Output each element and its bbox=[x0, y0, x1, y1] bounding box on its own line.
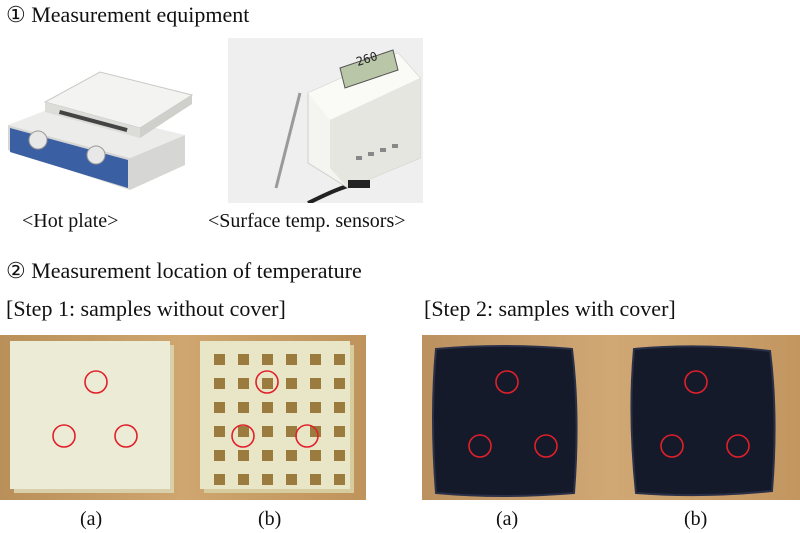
step-2-sample-a bbox=[432, 345, 578, 497]
step-1-sample-a bbox=[10, 341, 174, 493]
step-2-samples-photo bbox=[422, 335, 800, 500]
hot-plate-photo bbox=[0, 40, 205, 200]
measurement-point-marker bbox=[295, 424, 319, 448]
section-2-number: ② bbox=[6, 258, 26, 283]
sensor-caption: <Surface temp. sensors> bbox=[208, 210, 406, 232]
step-2-label-b: (b) bbox=[684, 508, 708, 530]
measurement-point-marker bbox=[534, 434, 558, 458]
section-2-title: Measurement location of temperature bbox=[31, 258, 362, 283]
section-1-title: Measurement equipment bbox=[31, 2, 250, 27]
surface-temp-sensor-photo: 260 bbox=[228, 38, 423, 203]
step-2-heading: [Step 2: samples with cover] bbox=[424, 296, 676, 321]
measurement-point-marker bbox=[468, 434, 492, 458]
section-1-number: ① bbox=[6, 2, 26, 27]
measurement-point-marker bbox=[52, 424, 76, 448]
measurement-point-marker bbox=[684, 370, 708, 394]
step-2-label-a: (a) bbox=[496, 508, 519, 530]
measurement-point-marker bbox=[84, 370, 108, 394]
section-2-heading: ② Measurement location of temperature bbox=[6, 258, 362, 284]
section-1-heading: ① Measurement equipment bbox=[6, 2, 249, 28]
step-1-label-a: (a) bbox=[80, 508, 103, 530]
measurement-point-marker bbox=[255, 370, 279, 394]
step-1-heading: [Step 1: samples without cover] bbox=[6, 296, 286, 321]
measurement-point-marker bbox=[660, 434, 684, 458]
hot-plate-caption: <Hot plate> bbox=[22, 210, 119, 232]
step-1-samples-photo bbox=[0, 335, 366, 500]
step-1-label-b: (b) bbox=[258, 508, 282, 530]
measurement-point-marker bbox=[495, 370, 519, 394]
step-2-sample-b bbox=[630, 345, 776, 497]
measurement-point-marker bbox=[231, 424, 255, 448]
measurement-point-marker bbox=[114, 424, 138, 448]
measurement-point-marker bbox=[726, 434, 750, 458]
step-1-sample-b bbox=[200, 341, 354, 493]
